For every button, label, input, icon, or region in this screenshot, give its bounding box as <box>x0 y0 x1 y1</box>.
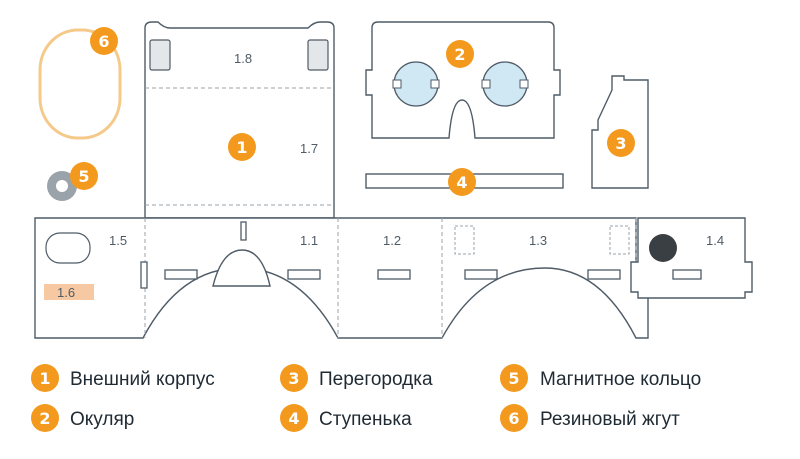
lens-hole-right <box>481 61 529 107</box>
part-label-1-7: 1.7 <box>300 141 318 156</box>
slot <box>587 269 621 280</box>
panel-1-4 <box>630 217 753 299</box>
svg-text:2: 2 <box>39 409 50 428</box>
badge-divider: 3 <box>607 129 635 157</box>
svg-text:2: 2 <box>454 45 465 64</box>
part-label-1-5: 1.5 <box>109 233 127 248</box>
slot <box>240 221 247 241</box>
svg-text:Окуляр: Окуляр <box>70 409 134 430</box>
badge-outer-case: 1 <box>228 133 256 161</box>
svg-text:6: 6 <box>508 409 519 428</box>
slot <box>140 261 148 289</box>
lens-hole-left <box>392 61 440 107</box>
svg-text:3: 3 <box>615 134 626 153</box>
legend-item-4: 4 Ступенька <box>280 404 412 432</box>
svg-text:Ступенька: Ступенька <box>319 409 412 430</box>
svg-text:5: 5 <box>78 167 89 186</box>
svg-text:4: 4 <box>288 409 299 428</box>
flap-window-right <box>307 39 329 71</box>
part-label-1-4: 1.4 <box>706 233 724 248</box>
svg-text:6: 6 <box>98 32 109 51</box>
slot <box>672 269 702 280</box>
legend-item-1: 1 Внешний корпус <box>31 364 215 392</box>
rubber-band-part <box>38 28 122 140</box>
outer-case-part <box>34 21 753 339</box>
svg-text:5: 5 <box>508 369 519 388</box>
legend-item-3: 3 Перегородка <box>280 364 433 392</box>
flap-1-7-1-8 <box>144 21 335 219</box>
svg-text:1: 1 <box>39 369 50 388</box>
slot <box>377 269 411 280</box>
legend-item-2: 2 Окуляр <box>31 404 134 432</box>
part-label-1-8: 1.8 <box>234 51 252 66</box>
eyepiece-board <box>365 21 561 139</box>
badge-rubber-band: 6 <box>90 27 118 55</box>
slot <box>287 269 321 280</box>
svg-text:Перегородка: Перегородка <box>319 369 433 390</box>
svg-text:Резиновый жгут: Резиновый жгут <box>540 409 680 430</box>
slot <box>464 269 498 280</box>
legend-item-6: 6 Резиновый жгут <box>500 404 680 432</box>
part-label-1-6: 1.6 <box>57 285 75 300</box>
eyepiece-part <box>365 21 561 139</box>
flap-window-left <box>149 39 171 71</box>
part-label-1-2: 1.2 <box>383 233 401 248</box>
nose-cutout <box>212 249 271 287</box>
slot <box>164 269 198 280</box>
dashed-slot <box>454 225 475 255</box>
svg-text:4: 4 <box>456 173 467 192</box>
legend: 1 Внешний корпус 2 Окуляр 3 Перегородка … <box>31 364 701 432</box>
badge-magnet-ring: 5 <box>70 162 98 190</box>
part-label-1-3: 1.3 <box>529 233 547 248</box>
legend-item-5: 5 Магнитное кольцо <box>500 364 701 392</box>
svg-text:Магнитное кольцо: Магнитное кольцо <box>540 369 701 390</box>
label-1-6-highlight <box>44 284 94 300</box>
svg-text:3: 3 <box>288 369 299 388</box>
dashed-slot <box>609 225 630 255</box>
badge-eyepiece: 2 <box>446 40 474 68</box>
svg-text:Внешний корпус: Внешний корпус <box>70 369 215 390</box>
svg-text:1: 1 <box>236 138 247 157</box>
part-label-1-1: 1.1 <box>300 233 318 248</box>
magnet-hole <box>649 234 677 262</box>
side-window <box>45 232 91 264</box>
badge-step: 4 <box>448 168 476 196</box>
magnet-ring-part <box>47 171 77 201</box>
